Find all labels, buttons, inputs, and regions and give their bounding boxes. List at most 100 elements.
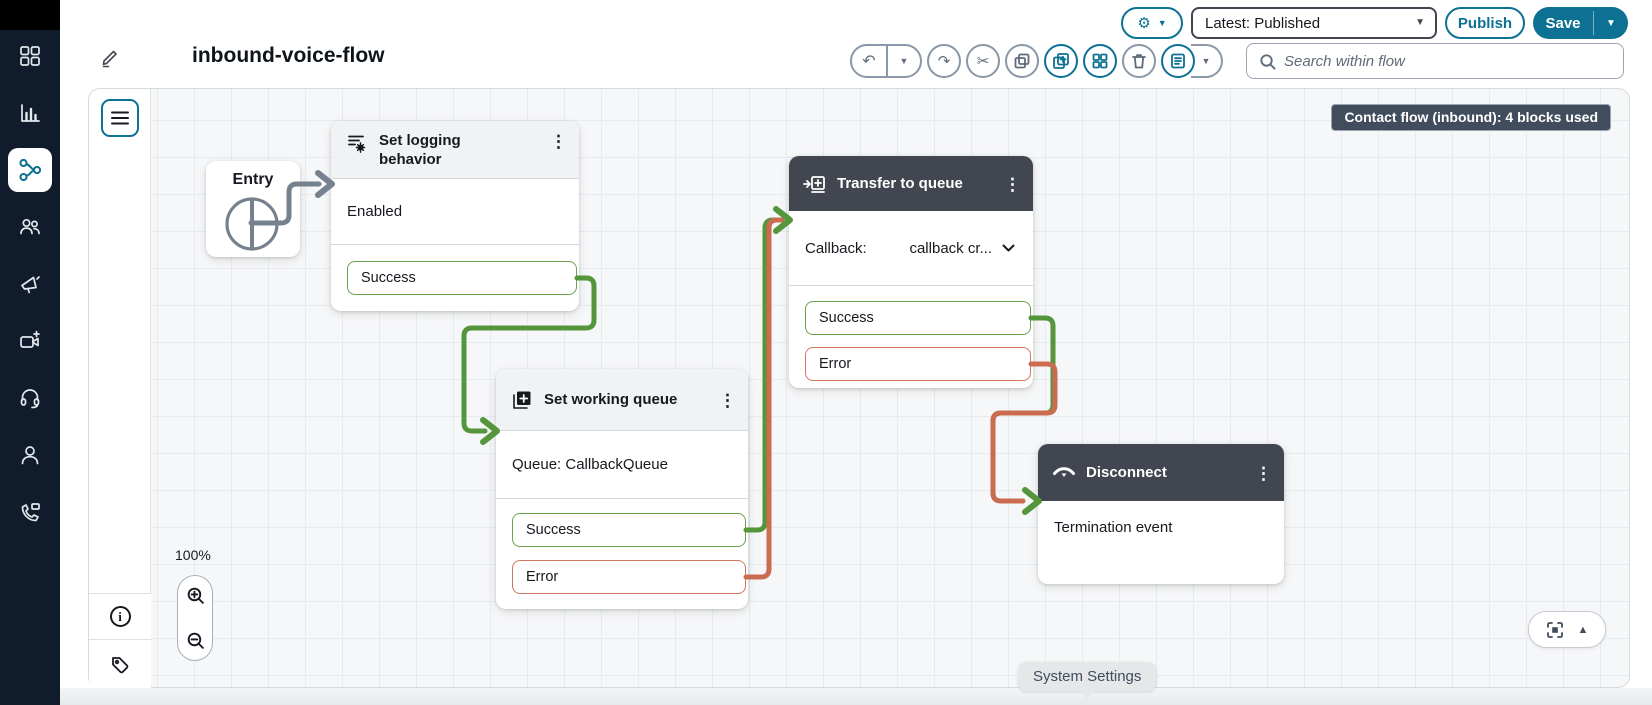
metadata-info-button[interactable]: i xyxy=(89,593,151,639)
block-menu-dots-icon[interactable]: ⋮ xyxy=(550,132,567,151)
block-menu-dots-icon[interactable]: ⋮ xyxy=(1004,175,1021,194)
block-value-row: Enabled xyxy=(331,179,579,245)
headset-icon[interactable] xyxy=(17,385,43,411)
transfer-to-queue-icon xyxy=(803,172,827,196)
disconnect-phone-icon xyxy=(1052,461,1076,485)
arrange-blocks-button[interactable] xyxy=(1083,44,1117,78)
chevron-down-icon: ▼ xyxy=(1157,17,1167,28)
tags-button[interactable] xyxy=(89,639,151,689)
flow-notes-button[interactable] xyxy=(1161,44,1195,78)
fit-to-view-icon[interactable] xyxy=(1546,621,1564,639)
block-title: Set logging behavior xyxy=(379,132,461,168)
phone-message-icon[interactable] xyxy=(17,500,43,526)
block-title: Set working queue xyxy=(544,390,678,408)
search-icon xyxy=(1260,53,1276,70)
block-value: Queue: CallbackQueue xyxy=(512,456,668,473)
undo-icon: ↶ xyxy=(862,53,876,70)
copy-add-icon xyxy=(1053,53,1069,69)
chevron-down-icon: ▼ xyxy=(899,55,909,66)
cut-button[interactable]: ✂ xyxy=(966,44,1000,78)
port-error[interactable]: Error xyxy=(805,347,1031,381)
save-menu-button[interactable]: ▼ xyxy=(1594,7,1628,39)
undo-menu-button[interactable]: ▼ xyxy=(886,46,920,76)
collapse-panel-icon[interactable]: ▲ xyxy=(1577,623,1589,636)
port-success[interactable]: Success xyxy=(347,261,577,295)
entry-node[interactable]: Entry xyxy=(206,161,300,257)
canvas-view-controls: ▲ xyxy=(1528,611,1606,648)
save-button[interactable]: Save xyxy=(1545,14,1581,32)
info-icon: i xyxy=(109,606,131,627)
set-working-queue-block[interactable]: Set working queue ⋮ Queue: CallbackQueue… xyxy=(496,369,748,609)
block-menu-dots-icon[interactable]: ⋮ xyxy=(1255,464,1272,483)
redacted-area xyxy=(125,36,187,82)
block-header[interactable]: Transfer to queue ⋮ xyxy=(789,156,1033,211)
page-title: inbound-voice-flow xyxy=(192,44,385,67)
person-icon[interactable] xyxy=(17,442,43,468)
transfer-to-queue-block[interactable]: Transfer to queue ⋮ Callback: callback c… xyxy=(789,156,1033,388)
save-divider xyxy=(1593,11,1594,35)
search-input[interactable] xyxy=(1284,52,1611,70)
document-icon xyxy=(1171,53,1185,69)
block-menu-dots-icon[interactable]: ⋮ xyxy=(719,391,736,410)
trash-icon xyxy=(1132,54,1146,69)
chevron-down-icon: ▼ xyxy=(1606,17,1616,29)
flow-settings-button[interactable]: ⚙ ▼ xyxy=(1121,7,1183,39)
block-ports: Success Error xyxy=(496,499,748,594)
block-ports: Success Error xyxy=(789,286,1033,381)
block-value-row: Queue: CallbackQueue xyxy=(496,431,748,499)
paste-block-button[interactable] xyxy=(1044,44,1078,78)
chevron-down-icon[interactable] xyxy=(1002,244,1015,252)
flow-canvas[interactable]: i Contact flow (inbound): 4 blocks used … xyxy=(88,88,1630,689)
chevron-down-icon: ▼ xyxy=(1415,17,1425,28)
flow-search xyxy=(1246,43,1624,79)
copy-icon xyxy=(1014,53,1030,69)
sidebar-top-cap xyxy=(0,0,60,30)
editor-toolbar: ↶ ▼ ↷ ✂ ▼ xyxy=(850,42,1624,80)
video-add-icon[interactable] xyxy=(17,328,43,354)
set-logging-behavior-block[interactable]: Set logging behavior ⋮ Enabled Success xyxy=(331,121,579,311)
port-success[interactable]: Success xyxy=(805,301,1031,335)
undo-split-button: ↶ ▼ xyxy=(850,44,922,78)
dashboard-icon[interactable] xyxy=(17,43,43,69)
block-value: Enabled xyxy=(347,203,403,220)
campaigns-megaphone-icon[interactable] xyxy=(17,270,43,296)
hamburger-menu-icon xyxy=(111,111,129,125)
analytics-icon[interactable] xyxy=(17,100,43,126)
users-icon[interactable] xyxy=(17,213,43,239)
block-palette-toggle-button[interactable] xyxy=(101,99,139,137)
entry-node-label: Entry xyxy=(232,171,274,188)
port-success[interactable]: Success xyxy=(512,513,746,547)
zoom-level-label: 100% xyxy=(175,547,211,563)
sidebar-item-flows-selected[interactable] xyxy=(8,148,52,192)
edit-title-pencil-icon[interactable] xyxy=(100,46,122,68)
gear-icon: ⚙ xyxy=(1137,14,1151,32)
block-field-row: Callback: callback cr... xyxy=(789,211,1033,286)
notes-menu-button[interactable]: ▼ xyxy=(1191,44,1223,78)
set-logging-icon xyxy=(345,131,369,155)
zoom-in-icon[interactable] xyxy=(186,586,205,605)
redo-icon: ↷ xyxy=(937,53,951,70)
undo-button[interactable]: ↶ xyxy=(852,46,886,76)
zoom-controls xyxy=(177,575,213,661)
save-split-button: Save ▼ xyxy=(1533,7,1628,39)
zoom-out-icon[interactable] xyxy=(186,631,205,650)
redo-button[interactable]: ↷ xyxy=(927,44,961,78)
version-selector[interactable]: Latest: Published ▼ xyxy=(1191,7,1437,39)
block-header[interactable]: Set logging behavior ⋮ xyxy=(331,121,579,179)
port-error[interactable]: Error xyxy=(512,560,746,594)
block-ports: Success xyxy=(331,245,579,295)
disconnect-block[interactable]: Disconnect ⋮ Termination event xyxy=(1038,444,1284,584)
delete-button[interactable] xyxy=(1122,44,1156,78)
blocks-used-badge: Contact flow (inbound): 4 blocks used xyxy=(1331,104,1611,131)
app-sidebar xyxy=(0,0,60,705)
version-selector-value: Latest: Published xyxy=(1205,14,1321,32)
page-footer-strip xyxy=(60,688,1652,705)
block-header[interactable]: Set working queue ⋮ xyxy=(496,369,748,431)
block-header[interactable]: Disconnect ⋮ xyxy=(1038,444,1284,501)
publish-button[interactable]: Publish xyxy=(1445,7,1525,39)
set-working-queue-icon xyxy=(510,388,534,412)
tag-icon xyxy=(112,656,129,673)
copy-button[interactable] xyxy=(1005,44,1039,78)
entry-port-icon[interactable] xyxy=(224,195,282,253)
